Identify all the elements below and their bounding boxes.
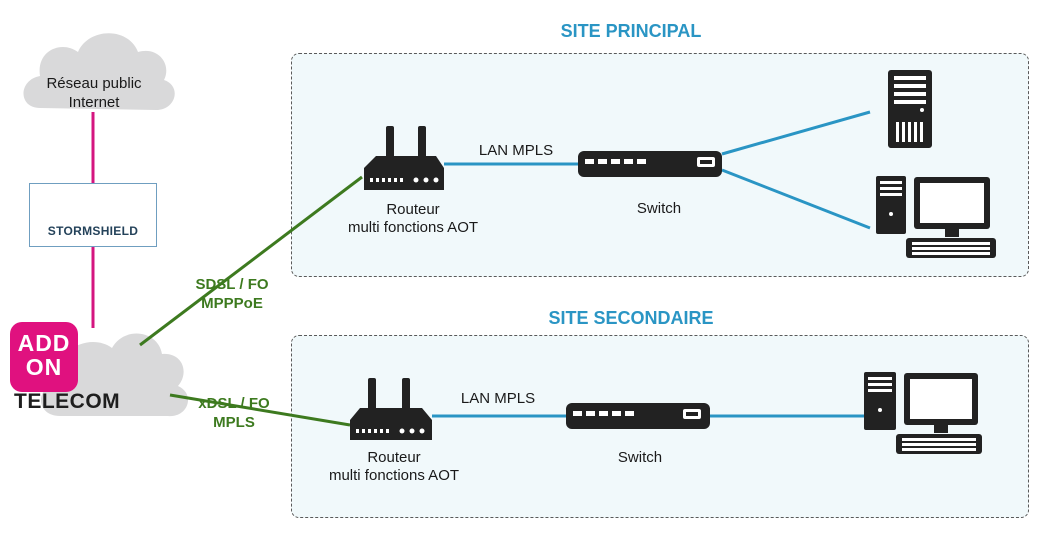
router-secondary-line2: multi fonctions AOT (328, 467, 460, 484)
provider-name: TELECOM (14, 390, 121, 413)
workstation-link-main (721, 168, 871, 230)
router-secondary-icon (350, 378, 432, 440)
wan-main-line2: MPPPoE (201, 295, 263, 312)
router-main-line2: multi fonctions AOT (347, 219, 479, 236)
server-link (721, 110, 871, 156)
router-main-icon (364, 126, 444, 190)
server-icon (888, 70, 932, 148)
wan-secondary-label: xDSL / FO MPLS (184, 394, 284, 432)
switch-secondary-label: Switch (617, 449, 663, 466)
wan-link-secondary (169, 393, 351, 427)
internet-cloud-line2: Internet (68, 94, 120, 111)
lan-main-label: LAN MPLS (478, 142, 554, 159)
router-secondary-line1: Routeur (367, 449, 421, 466)
internet-cloud-line1: Réseau public (46, 75, 142, 92)
switch-main-label: Switch (636, 200, 682, 217)
stormshield-firewall: STORMSHIELD (29, 183, 157, 247)
internet-cloud-icon (23, 33, 175, 110)
wan-secondary-line2: MPLS (213, 414, 255, 431)
wan-main-label: SDSL / FO MPPPoE (182, 275, 282, 313)
lan-secondary-label: LAN MPLS (460, 390, 536, 407)
stormshield-brand: STORMSHIELD (47, 224, 139, 238)
wan-link-main (139, 175, 363, 347)
workstation-secondary-icon (864, 372, 982, 454)
workstation-main-icon (876, 176, 996, 258)
switch-main-icon (578, 151, 722, 177)
addon-badge-line1: ADD (17, 330, 71, 356)
wan-secondary-line1: xDSL / FO (198, 395, 270, 412)
addon-badge-line2: ON (25, 354, 63, 380)
site-secondary-title: SITE SECONDAIRE (548, 308, 714, 328)
router-main-line1: Routeur (386, 201, 440, 218)
site-main-title: SITE PRINCIPAL (560, 21, 702, 41)
addon-badge: ADD ON (10, 322, 78, 392)
router-main-label: Routeur multi fonctions AOT (323, 201, 503, 237)
internet-cloud-label: Réseau public Internet (24, 74, 164, 112)
wan-main-line1: SDSL / FO (195, 276, 269, 293)
switch-secondary-icon (566, 403, 710, 429)
router-secondary-label: Routeur multi fonctions AOT (304, 449, 484, 485)
